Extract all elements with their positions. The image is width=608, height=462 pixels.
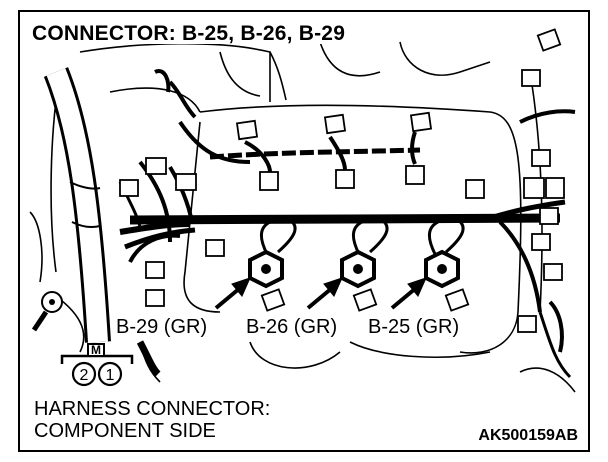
pointer-arrows bbox=[214, 277, 427, 310]
harness-connectors bbox=[119, 28, 565, 333]
caption-line-1: HARNESS CONNECTOR: bbox=[34, 398, 271, 420]
connector-label-b29: B-29 (GR) bbox=[114, 316, 210, 338]
symbol-marker: M bbox=[91, 343, 101, 357]
connector-label-b25: B-25 (GR) bbox=[366, 316, 462, 338]
connector-label-b26: B-26 (GR) bbox=[244, 316, 340, 338]
ground-terminal-icon bbox=[31, 291, 63, 332]
diagram-frame: M 2 1 CONNECTOR: B-25, B-26, B-29 B-29 (… bbox=[18, 10, 590, 452]
figure-code: AK500159AB bbox=[478, 427, 578, 444]
harness-clip bbox=[136, 340, 161, 377]
symbol-pin-2: 2 bbox=[80, 367, 89, 384]
connector-pin-symbol-icon: M 2 1 bbox=[60, 343, 134, 387]
engine-harness-illustration: M 2 1 bbox=[29, 28, 576, 393]
symbol-pin-1: 1 bbox=[106, 367, 115, 384]
coolant-hose bbox=[43, 67, 111, 343]
page-title: CONNECTOR: B-25, B-26, B-29 bbox=[30, 22, 348, 45]
injector-connector-b25 bbox=[424, 249, 460, 289]
injector-wires bbox=[260, 218, 465, 257]
injector-connector-b29 bbox=[248, 249, 284, 289]
caption-line-2: COMPONENT SIDE bbox=[34, 420, 216, 442]
injector-connector-b26 bbox=[340, 249, 376, 289]
